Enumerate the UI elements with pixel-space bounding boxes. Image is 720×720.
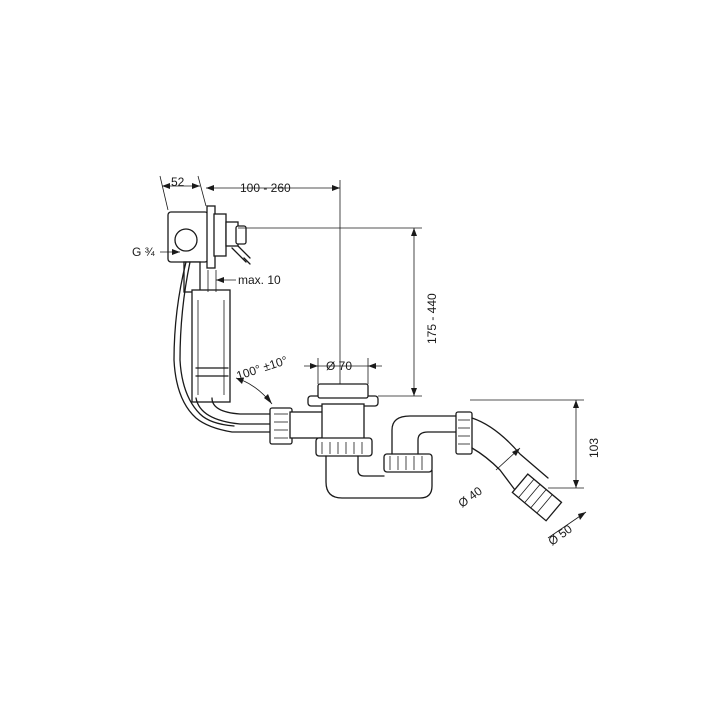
dim-max10-label: max. 10 [238, 273, 281, 287]
overflow-tube [183, 261, 273, 425]
dim-40-label: Ø 40 [456, 484, 486, 511]
dim-52-label: 52 [171, 175, 185, 189]
dim-103-label: 103 [587, 438, 601, 458]
dim-50-label: Ø 50 [546, 522, 576, 549]
angle-label: 100° ±10° [235, 353, 290, 383]
dim-100-260-label: 100 - 260 [240, 181, 291, 195]
dim-70-label: Ø 70 [326, 359, 352, 373]
dimension-lines [159, 175, 587, 539]
thread-size-label: G ¾ [132, 245, 156, 259]
bowden-cable [173, 261, 275, 433]
dim-175-440-label: 175 - 440 [425, 293, 439, 344]
connection-nut [269, 407, 325, 445]
drain-trap [307, 383, 563, 522]
overflow-head [167, 205, 251, 269]
